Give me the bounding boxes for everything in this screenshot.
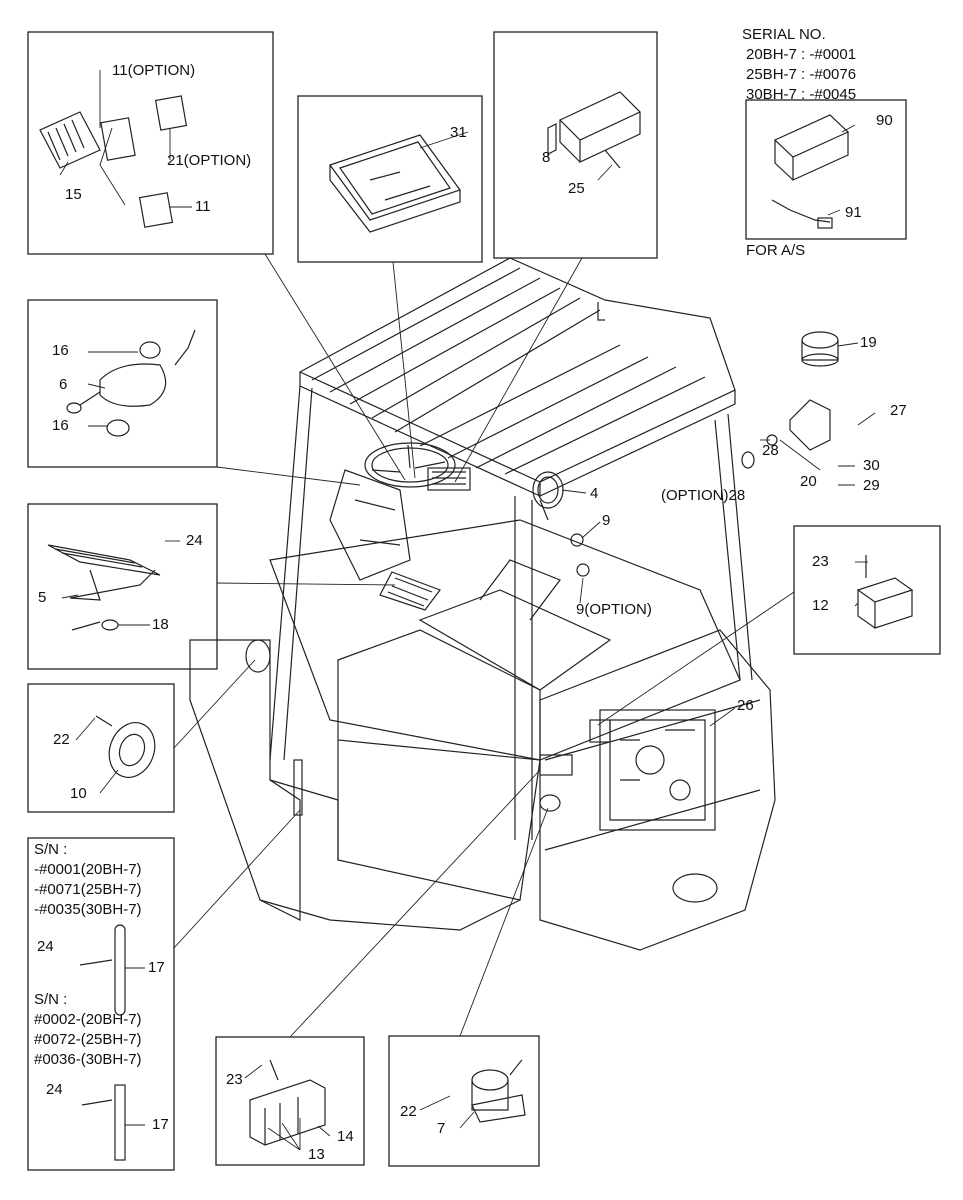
callout-14: 14	[337, 1128, 354, 1145]
callout-17-reflector-1: 17	[148, 959, 165, 976]
callout-16-bottom: 16	[52, 417, 69, 434]
part-horn-10	[95, 715, 156, 778]
sn-block-2: S/N : #0002-(20BH-7) #0072-(25BH-7) #003…	[34, 990, 142, 1070]
callout-9: 9	[602, 512, 611, 529]
serial-block: SERIAL NO. 20BH-7 : -#0001 25BH-7 : -#00…	[742, 25, 856, 105]
callout-6: 6	[59, 376, 68, 393]
part-relay-14	[249, 1059, 326, 1146]
part-pedal-5	[47, 544, 161, 631]
callout-90: 90	[876, 112, 893, 129]
leader-lines	[59, 70, 876, 1151]
part-gauge-31	[329, 134, 461, 233]
callout-18: 18	[152, 616, 169, 633]
sn-block-1: S/N : -#0001(20BH-7) -#0071(25BH-7) -#00…	[34, 840, 142, 920]
callout-28: 28	[762, 442, 779, 459]
callout-10: 10	[70, 785, 87, 802]
callout-24-reflector-1: 24	[37, 938, 54, 955]
part-relay-12	[856, 555, 914, 629]
callout-11: 11	[195, 198, 211, 215]
sn-line: -#0001(20BH-7)	[34, 861, 142, 878]
callout-26: 26	[737, 697, 754, 714]
callout-24-reflector-2: 24	[46, 1081, 63, 1098]
callout-9-option: 9(OPTION)	[576, 601, 652, 618]
callout-19: 19	[860, 334, 877, 351]
callout-21-option: 21(OPTION)	[167, 152, 252, 169]
callout-23-relays: 23	[226, 1071, 243, 1088]
callout-12: 12	[812, 597, 829, 614]
callout-5: 5	[38, 589, 47, 606]
part-switch-6	[66, 329, 196, 437]
sn-line: -#0071(25BH-7)	[34, 881, 142, 898]
callout-4: 4	[590, 485, 599, 502]
sn-line: #0002-(20BH-7)	[34, 1011, 142, 1028]
part-reflector-17	[79, 924, 126, 1161]
serial-title: SERIAL NO.	[742, 26, 826, 43]
callout-91: 91	[845, 204, 862, 221]
callout-17-reflector-2: 17	[152, 1116, 169, 1133]
callout-8: 8	[542, 149, 551, 166]
serial-line: 25BH-7 : -#0076	[746, 66, 857, 83]
callout-23-relay: 23	[812, 553, 829, 570]
callout-16-top: 16	[52, 342, 69, 359]
callout-30: 30	[863, 457, 880, 474]
serial-line: 30BH-7 : -#0045	[746, 86, 857, 103]
callout-25: 25	[568, 180, 585, 197]
callout-11-option: 11(OPTION)	[112, 62, 196, 79]
callout-13: 13	[308, 1146, 325, 1163]
callout-24-pedal: 24	[186, 532, 203, 549]
callout-31: 31	[450, 124, 467, 141]
serial-footer: FOR A/S	[746, 242, 806, 259]
part-module-90	[771, 114, 850, 229]
callout-7: 7	[437, 1120, 446, 1137]
callout-28-option: (OPTION)28	[661, 487, 746, 504]
part-module-8	[547, 91, 642, 169]
callout-27: 27	[890, 402, 907, 419]
inset-frames	[27, 31, 941, 1171]
sn-line: #0036-(30BH-7)	[34, 1051, 142, 1068]
callout-22-buzzer: 22	[400, 1103, 417, 1120]
callout-15: 15	[65, 186, 82, 203]
part-buzzer-7	[471, 1059, 526, 1123]
callout-22-horn: 22	[53, 731, 70, 748]
part-lamp-19	[741, 331, 839, 469]
sn-header: S/N :	[34, 991, 68, 1008]
sn-line: -#0035(30BH-7)	[34, 901, 142, 918]
serial-line: 20BH-7 : -#0001	[746, 46, 857, 63]
callout-20: 20	[800, 473, 817, 490]
callout-29: 29	[863, 477, 880, 494]
part-switch-panel	[39, 95, 188, 228]
forklift-body	[189, 257, 776, 951]
sn-line: #0072-(25BH-7)	[34, 1031, 142, 1048]
sn-header: S/N :	[34, 841, 68, 858]
